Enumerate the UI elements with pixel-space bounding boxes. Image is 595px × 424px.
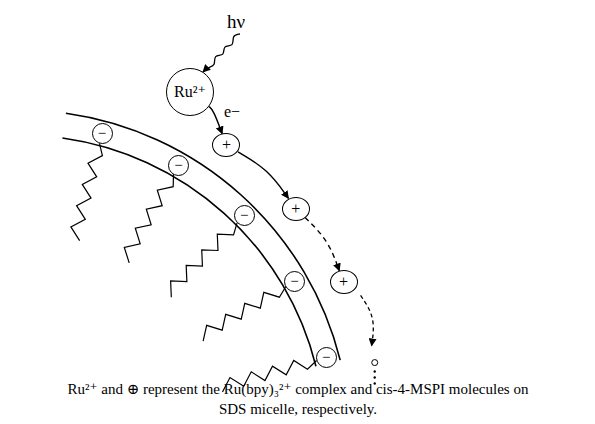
charge-sign: + — [291, 201, 300, 217]
charge-sign: + — [222, 137, 231, 153]
sulfate-head-circle: − — [316, 347, 337, 368]
figure-caption: Ru²⁺ and ⊕ represent the Ru(bpy)₃²⁺ comp… — [58, 380, 538, 419]
mspi-cation-ellipse: + — [330, 270, 358, 294]
electron-transfer-arrow — [305, 218, 339, 271]
sulfate-head-circle: − — [92, 123, 113, 144]
charge-sign: − — [322, 350, 330, 365]
complex-label: Ru²⁺ — [174, 84, 206, 100]
ru-complex-circle: Ru²⁺ — [166, 68, 214, 116]
mspi-cation-ellipse: + — [212, 133, 240, 157]
micelle-surface-arc — [66, 113, 340, 360]
sulfate-head-circle: − — [234, 205, 255, 226]
charge-sign: − — [174, 158, 182, 173]
alkyl-chain — [71, 143, 103, 240]
mspi-cation-ellipse: + — [282, 197, 310, 221]
electron-label: e− — [223, 103, 241, 121]
charge-sign: − — [240, 208, 248, 223]
charge-sign: + — [339, 274, 348, 290]
alkyl-chain — [124, 174, 173, 263]
alkyl-chain — [171, 223, 237, 297]
continuation-dot — [374, 370, 376, 372]
electron-transfer-arrow — [209, 107, 222, 134]
micelle — [62, 113, 340, 392]
electron-transfer-arrow — [238, 152, 288, 198]
micelle-surface-arc — [62, 138, 315, 366]
continuation-dot — [374, 376, 376, 378]
charge-sign: − — [98, 126, 106, 141]
dashed-transfer-arrow — [361, 295, 374, 345]
charge-sign: − — [290, 274, 298, 289]
sulfate-head-circle: − — [284, 271, 305, 292]
decorations — [203, 34, 378, 385]
light-wave-arrow — [203, 34, 240, 72]
light-label: hν — [227, 12, 245, 33]
sulfate-head-circle: − — [168, 155, 189, 176]
small-molecule-circle — [372, 360, 378, 366]
alkyl-chain — [203, 287, 286, 342]
connectors — [209, 107, 339, 271]
